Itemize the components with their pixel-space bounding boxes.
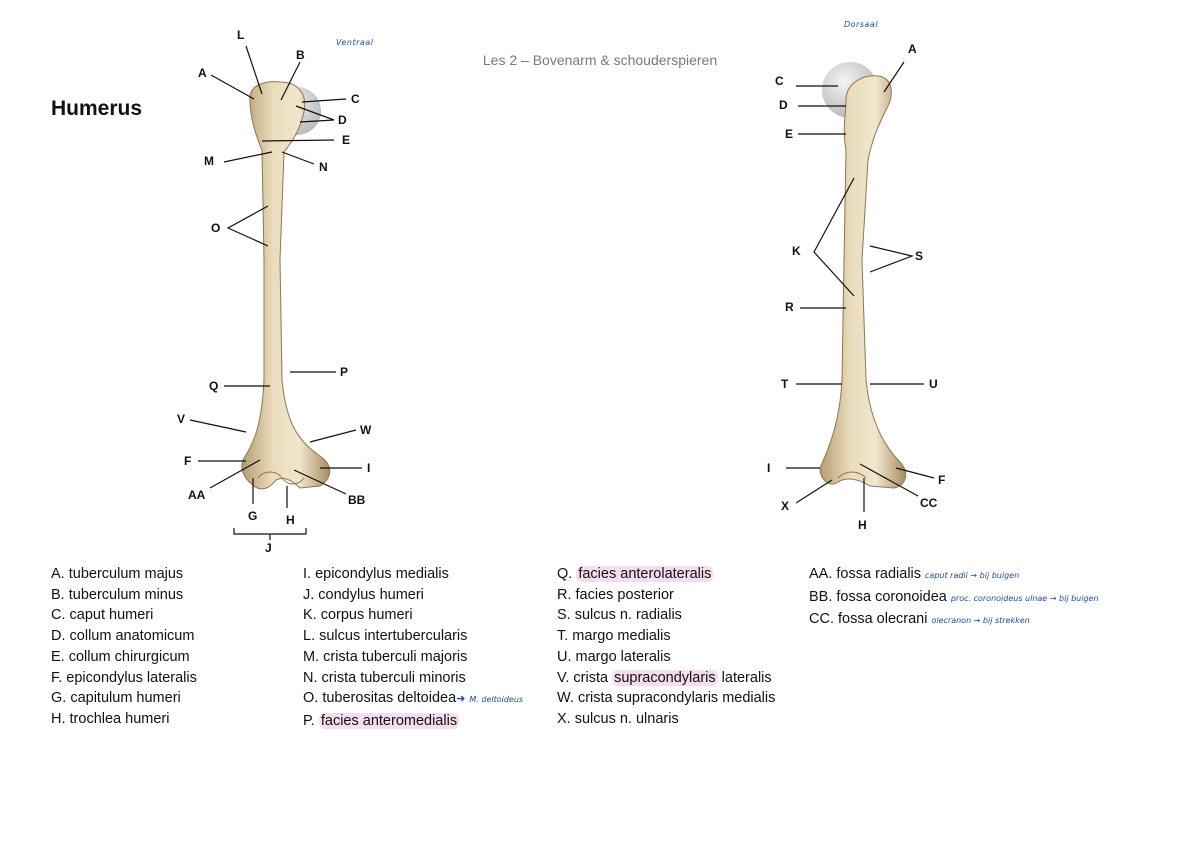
legend-item-text: CC. fossa olecrani [809,611,928,628]
ventral-label-E: E [342,133,351,147]
ventral-label-B: B [296,48,305,62]
handwritten-note: caput radii → bij buigen [925,571,1020,580]
handwritten-note: proc. coronoideus ulnae → bij buigen [950,593,1099,603]
ventral-label-F: F [184,454,192,468]
handwritten-note: M. deltoideus [469,695,524,705]
ventral-label-BB: BB [348,493,366,507]
ventral-label-AA: AA [188,488,206,502]
dorsal-label-X: X [781,499,790,513]
ventral-label-N: N [319,160,328,174]
legend-item: W. crista supracondylaris medialis [557,690,776,707]
legend-item: M. crista tuberculi majoris [303,648,468,665]
legend-item: Q. facies anterolateralis [557,564,775,585]
dorsal-label-S: S [915,249,924,263]
ventral-label-A: A [198,66,207,80]
legend-item: E. collum chirurgicum [51,648,190,665]
dorsal-label-R: R [785,300,794,314]
ventral-label-G: G [248,509,258,523]
ventral-label-O: O [211,221,221,235]
dorsal-label-CC: CC [920,496,938,510]
ventral-label-I: I [367,461,371,475]
legend-item: C. caput humeri [51,607,154,624]
page-title: Humerus [51,97,143,120]
ventral-leader-lines [189,45,362,540]
header-title: Les 2 – Bovenarm & schouderspieren [482,52,718,68]
ventral-label-D: D [338,113,347,127]
legend-column-3: Q. facies anterolateralis R. facies post… [557,564,775,730]
ventral-label-J: J [265,541,272,555]
highlighted-text: facies anterolateralis [576,566,714,582]
legend-item-prefix: Q. [557,566,577,582]
legend-item: S. sulcus n. radialis [557,607,682,624]
legend-item: T. margo medialis [557,628,671,645]
handwritten-note: olecranon → bij strekken [931,616,1030,626]
ventral-label-H: H [286,513,295,527]
legend-item-text: BB. fossa coronoidea [809,588,947,605]
ventral-label-M: M [204,154,214,168]
legend-item: K. corpus humeri [303,607,413,624]
highlighted-text: facies anteromedialis [318,712,460,729]
ventral-label-Q: Q [209,379,219,393]
legend-item: O. tuberositas deltoidea➜M. deltoideus [303,688,523,711]
ventral-label-C: C [351,92,360,106]
legend-column-1: A. tuberculum majus B. tuberculum minus … [51,564,197,730]
legend-item: G. capitulum humeri [51,690,181,707]
dorsal-label-T: T [781,377,789,391]
dorsal-label-U: U [929,377,938,391]
humerus-ventral-view [241,81,331,490]
legend-item-text: AA. fossa radialis [809,566,922,582]
highlighted-text: supracondylaris [612,669,718,686]
legend-column-2: I. epicondylus medialis J. condylus hume… [303,564,523,732]
handwritten-note-ventral: Ventraal [336,38,374,47]
legend-item: F. epicondylus lateralis [51,669,197,686]
humerus-dorsal-view [819,62,907,489]
dorsal-leader-lines [786,61,935,512]
dorsal-label-H: H [858,518,867,532]
legend-item: P. facies anteromedialis [303,711,523,732]
legend-item-prefix: P. [303,712,319,729]
dorsal-label-F: F [938,473,946,487]
legend-item: X. sulcus n. ulnaris [557,710,679,727]
legend-item: H. trochlea humeri [51,710,170,727]
dorsal-label-C: C [775,74,784,88]
ventral-label-V: V [177,412,186,426]
legend-item: A. tuberculum majus [51,566,184,582]
dorsal-label-D: D [779,98,788,112]
legend-item: N. crista tuberculi minoris [303,669,466,686]
legend-item: R. facies posterior [557,586,674,603]
dorsal-label-I: I [767,461,771,475]
legend-item-suffix: lateralis [717,669,772,686]
legend-item: U. margo lateralis [557,648,671,665]
legend-item: I. epicondylus medialis [303,566,449,582]
dorsal-label-K: K [792,244,801,258]
ventral-label-L: L [237,28,245,42]
legend-item-prefix: V. crista [557,669,613,686]
legend-item-text: O. tuberositas deltoidea [303,690,457,707]
dorsal-label-E: E [785,127,794,141]
legend-item: J. condylus humeri [303,586,424,603]
legend-item: D. collum anatomicum [51,628,195,645]
arrow-icon: ➜ [456,693,466,706]
legend-item: V. crista supracondylaris lateralis [557,668,775,689]
ventral-label-P: P [340,365,349,379]
dorsal-label-A: A [908,42,917,56]
handwritten-note-dorsal: Dorsaal [844,20,879,29]
ventral-label-W: W [360,423,372,437]
legend-item: B. tuberculum minus [51,586,184,603]
legend-item: L. sulcus intertubercularis [303,628,468,645]
